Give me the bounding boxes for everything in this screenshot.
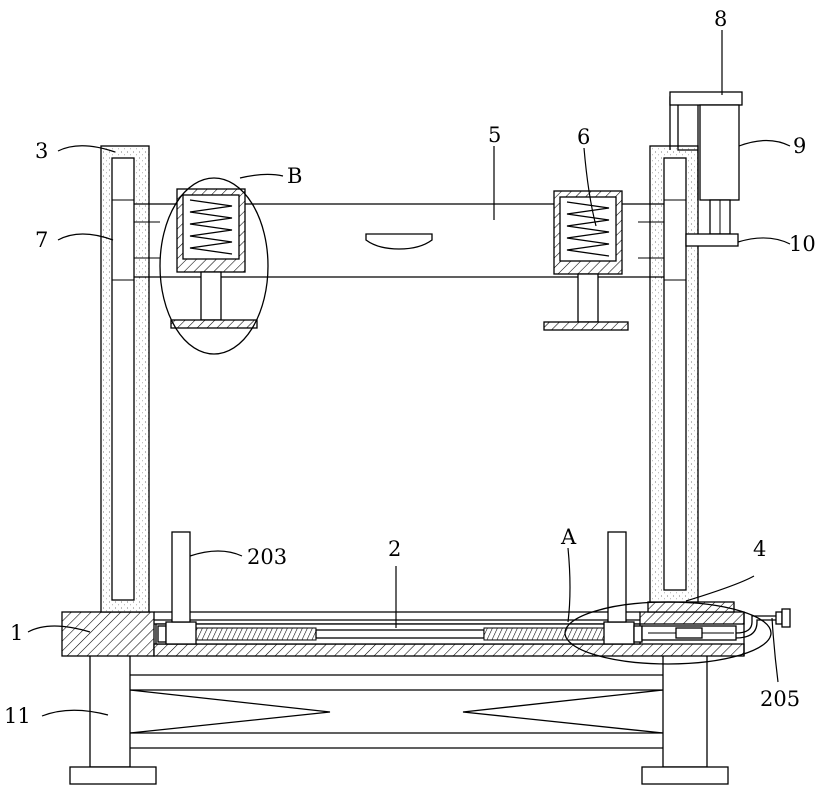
screw-thread-left <box>196 628 316 640</box>
label-3: 3 <box>35 139 48 163</box>
actuator-cap <box>670 92 742 105</box>
right-leg <box>663 655 707 767</box>
right-column <box>650 146 698 602</box>
left-column <box>101 146 149 612</box>
lead-screw <box>156 622 642 644</box>
base-end-left <box>62 612 154 656</box>
cylinder-body <box>700 105 739 200</box>
slider-left <box>166 622 196 644</box>
label-205: 205 <box>760 687 800 711</box>
cylinder-bracket <box>686 234 738 246</box>
left-leg <box>90 655 130 767</box>
label-a: A <box>560 525 577 549</box>
right-foot <box>642 767 728 784</box>
screw-thread-right <box>484 628 606 640</box>
label-5: 5 <box>488 123 501 147</box>
legs <box>70 655 728 784</box>
label-10: 10 <box>789 232 816 256</box>
center-pad <box>366 234 432 249</box>
left-foot <box>70 767 156 784</box>
left-column-inner <box>112 158 134 600</box>
spring-housing-right <box>544 191 628 330</box>
spring-housing-left <box>171 189 257 328</box>
label-203: 203 <box>247 545 287 569</box>
clamp-post-left <box>172 532 190 622</box>
base-bottom-strip <box>154 644 744 656</box>
screw-rod-middle <box>316 630 484 638</box>
label-8: 8 <box>714 7 727 31</box>
label-2: 2 <box>388 537 401 561</box>
label-9: 9 <box>793 134 806 158</box>
clamp-post-right <box>608 532 626 622</box>
label-4: 4 <box>753 537 766 561</box>
label-b: B <box>287 164 302 188</box>
right-column-inner <box>664 158 686 590</box>
slider-right <box>604 622 634 644</box>
label-6: 6 <box>577 125 590 149</box>
label-7: 7 <box>35 228 48 252</box>
screw-bearing-left <box>158 626 166 642</box>
label-11: 11 <box>4 704 31 728</box>
screw-bearing-right <box>634 626 642 642</box>
base-top-strip-right <box>640 612 744 624</box>
label-1: 1 <box>10 621 23 645</box>
